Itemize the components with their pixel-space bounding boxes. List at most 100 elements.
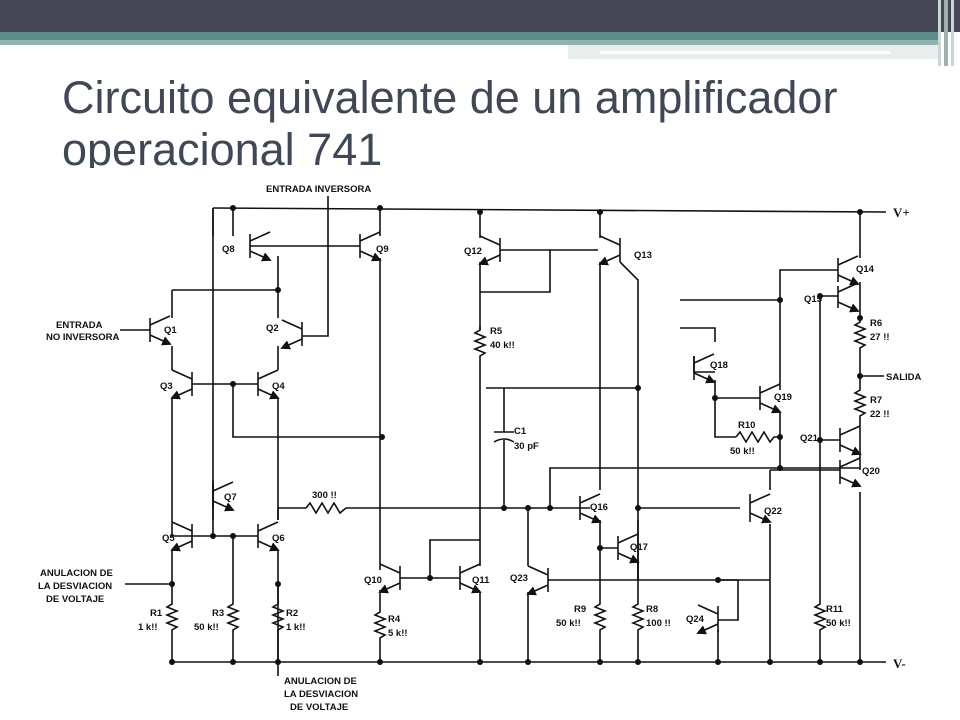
q18-q19-link bbox=[714, 380, 760, 399]
q1-q2-collector-link bbox=[172, 289, 279, 318]
r2-resistor bbox=[270, 600, 286, 662]
junction bbox=[857, 373, 863, 379]
label-q10: Q10 bbox=[364, 575, 382, 586]
q13-emitter-leg bbox=[598, 254, 621, 266]
slide-accent-line bbox=[600, 51, 890, 54]
q14-base-wire bbox=[779, 269, 838, 300]
label-r7-name: R7 bbox=[870, 395, 882, 406]
title-line-2: operacional 741 bbox=[62, 124, 383, 168]
junction bbox=[169, 581, 175, 587]
label-anulacion-bottom-1: ANULACION DE bbox=[284, 676, 357, 687]
label-q6: Q6 bbox=[272, 533, 285, 544]
label-r2-name: R2 bbox=[286, 608, 298, 619]
label-entrada-inversora: ENTRADA INVERSORA bbox=[266, 184, 371, 195]
label-r2-value: 1 k!! bbox=[286, 622, 306, 633]
label-r8-value: 100 !! bbox=[646, 618, 671, 629]
q14-emitter-leg bbox=[837, 274, 860, 286]
junction bbox=[777, 434, 783, 440]
r5-resistor bbox=[472, 326, 488, 540]
junction bbox=[427, 575, 433, 581]
label-r1-value: 1 k!! bbox=[138, 622, 158, 633]
slide-edge-stripe bbox=[944, 0, 948, 66]
q12-base-link bbox=[480, 249, 551, 293]
slide-title: Circuito equivalente de un amplificador … bbox=[62, 72, 942, 168]
junction bbox=[547, 505, 553, 511]
junction bbox=[477, 659, 483, 665]
label-anulacion-left-2: LA DESVIACION bbox=[38, 581, 112, 592]
q24-collector-leg bbox=[697, 604, 719, 615]
junction bbox=[477, 209, 483, 215]
title-area: Circuito equivalente de un amplificador … bbox=[0, 0, 960, 168]
q18-collector-leg bbox=[693, 353, 715, 364]
q24-emitter-leg bbox=[696, 623, 719, 635]
q6-collector-leg bbox=[257, 521, 279, 532]
r1-resistor bbox=[164, 600, 180, 662]
q11-emitter-leg bbox=[459, 582, 482, 594]
r9-resistor bbox=[592, 600, 608, 662]
junction bbox=[635, 385, 641, 391]
q21-emitter-leg bbox=[839, 444, 862, 456]
junction bbox=[377, 659, 383, 665]
junction bbox=[169, 659, 175, 665]
label-q21: Q21 bbox=[800, 433, 819, 444]
label-salida: SALIDA bbox=[886, 372, 922, 383]
junction bbox=[275, 287, 281, 293]
label-q23: Q23 bbox=[510, 573, 528, 584]
q23-emitter-leg bbox=[526, 584, 549, 596]
label-q2: Q2 bbox=[266, 323, 279, 334]
label-c1-name: C1 bbox=[514, 426, 527, 437]
junction bbox=[817, 293, 823, 299]
q15-collector-leg bbox=[837, 282, 859, 293]
r4-resistor bbox=[372, 590, 388, 662]
label-vminus: V- bbox=[893, 656, 906, 671]
junction bbox=[230, 659, 236, 665]
slide-edge-stripe bbox=[951, 0, 954, 66]
label-r10-name: R10 bbox=[738, 420, 755, 431]
label-q20: Q20 bbox=[862, 466, 880, 477]
junction bbox=[275, 581, 281, 587]
junction bbox=[817, 659, 823, 665]
junction bbox=[857, 659, 863, 665]
label-r5-name: R5 bbox=[490, 326, 503, 337]
label-r300-value: 300 !! bbox=[312, 490, 337, 501]
q19-collector-wire bbox=[680, 299, 781, 390]
label-q7: Q7 bbox=[224, 492, 237, 503]
q18-collector-wire bbox=[680, 327, 716, 342]
label-c1-value: 30 pF bbox=[514, 441, 539, 452]
label-q22: Q22 bbox=[764, 506, 782, 517]
label-r10-value: 50 k!! bbox=[730, 446, 755, 457]
c1-plate-bottom bbox=[493, 438, 515, 443]
q4-collector-leg bbox=[257, 369, 279, 380]
r10-left-wire bbox=[714, 398, 736, 438]
r10-resistor bbox=[735, 430, 780, 444]
q22-collector-leg bbox=[749, 493, 771, 504]
q21-collector-leg bbox=[839, 425, 861, 436]
q2-collector-leg bbox=[281, 319, 303, 330]
label-r11-value: 50 k!! bbox=[826, 618, 851, 629]
r3-resistor bbox=[225, 600, 241, 662]
label-r8-name: R8 bbox=[646, 604, 658, 615]
slide-accent-bar bbox=[0, 32, 940, 40]
q12-collector-leg bbox=[479, 235, 501, 246]
label-q14: Q14 bbox=[856, 264, 875, 275]
q13-collector-a bbox=[619, 261, 639, 580]
junction bbox=[597, 659, 603, 665]
q18-emitter-leg bbox=[693, 372, 716, 384]
label-q4: Q4 bbox=[272, 381, 285, 392]
label-vplus: V+ bbox=[893, 205, 910, 220]
junction bbox=[715, 577, 721, 583]
r11-resistor bbox=[812, 600, 828, 662]
label-q15: Q15 bbox=[804, 294, 823, 305]
q2-emitter-leg bbox=[280, 338, 303, 350]
label-r6-name: R6 bbox=[870, 318, 882, 329]
label-q19: Q19 bbox=[774, 392, 792, 403]
label-r6-value: 27 !! bbox=[870, 332, 890, 343]
label-q24: Q24 bbox=[686, 614, 705, 625]
junction bbox=[767, 659, 773, 665]
junction bbox=[857, 209, 863, 215]
junction bbox=[777, 297, 783, 303]
q1-emitter-leg bbox=[149, 334, 172, 346]
q4-emitter-leg bbox=[257, 388, 280, 400]
q12-emitter-leg bbox=[478, 254, 501, 266]
q8-emitter-leg bbox=[249, 250, 272, 262]
